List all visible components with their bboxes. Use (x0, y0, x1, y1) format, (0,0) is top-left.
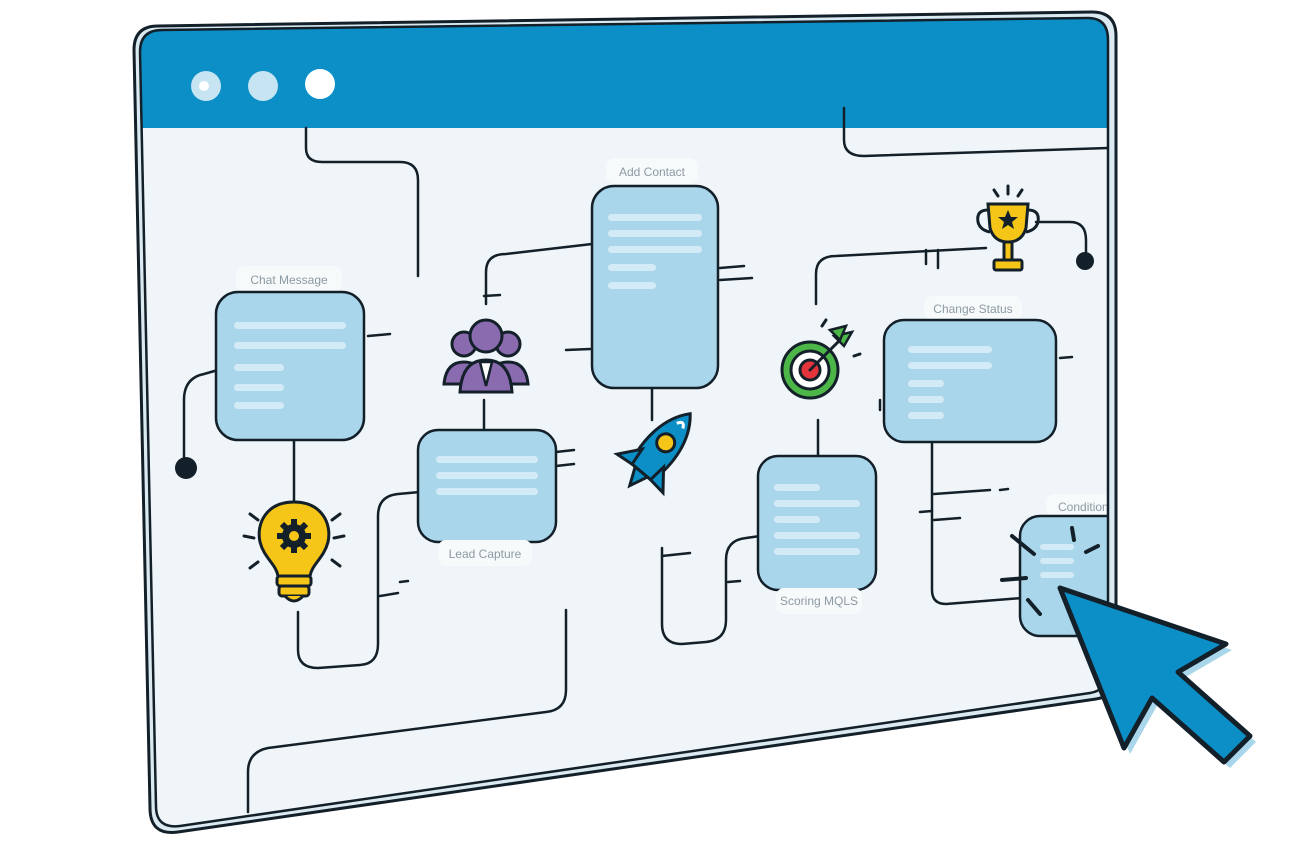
node-tag (776, 588, 862, 614)
connector-lines (182, 106, 1108, 814)
trophy-icon (976, 184, 1040, 272)
window-titlebar (140, 18, 1108, 128)
node-tag (1046, 494, 1108, 518)
node-tag (236, 266, 342, 292)
node-tag (438, 540, 532, 566)
node-chat-message[interactable]: Chat Message (214, 266, 366, 442)
rocket-icon (613, 411, 692, 497)
lightbulb-gear-icon (242, 500, 346, 603)
node-label: Scoring MQLS (780, 594, 858, 608)
connector-ticks (366, 248, 1074, 598)
node-change-status[interactable]: Change Status (882, 296, 1058, 444)
node-add-contact[interactable]: Add Contact (590, 158, 720, 390)
node-label: Conditional (1058, 500, 1118, 514)
connector-end-dot (1076, 252, 1094, 270)
node-card (756, 454, 878, 592)
node-label: Change Status (933, 302, 1012, 316)
window-dot-1-inner (199, 81, 209, 91)
click-burst (1000, 526, 1100, 616)
target-arrow-icon (780, 318, 862, 400)
connector-end-dot (175, 457, 197, 479)
node-label: Add Contact (619, 165, 686, 179)
cursor-arrow-icon (1057, 585, 1256, 768)
window-dot-2[interactable] (248, 71, 278, 101)
node-label: Lead Capture (449, 547, 522, 561)
node-label: Chat Message (250, 273, 328, 287)
window-dot-3[interactable] (305, 69, 335, 99)
team-icon (442, 318, 530, 394)
node-tag (924, 296, 1022, 320)
node-tag (606, 158, 698, 184)
node-lead-capture[interactable]: Lead Capture (416, 428, 558, 566)
node-scoring-mqls[interactable]: Scoring MQLS (756, 454, 878, 614)
node-card (416, 428, 558, 544)
